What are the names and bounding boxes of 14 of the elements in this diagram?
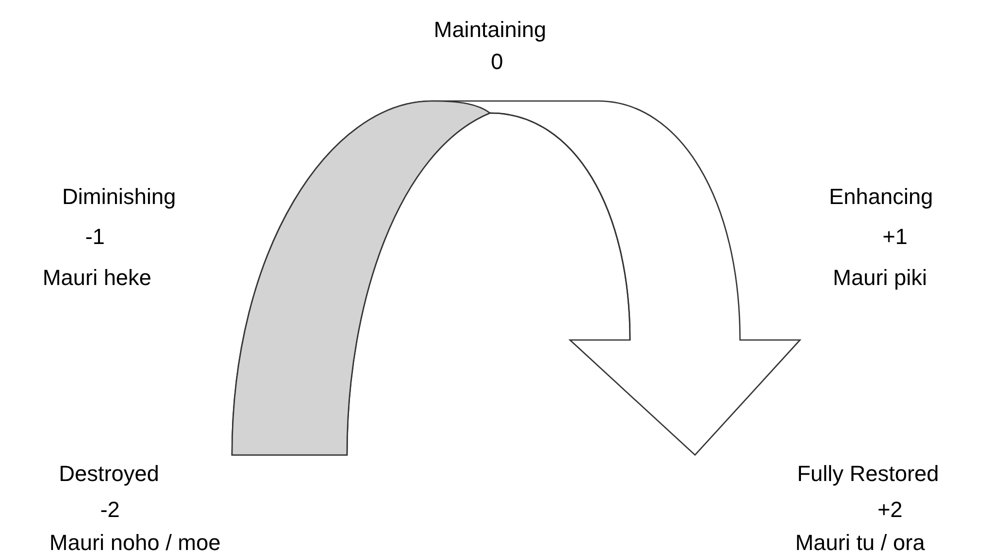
maori-term: Mauri noho / moe bbox=[49, 530, 221, 551]
state-name: Destroyed bbox=[58, 461, 160, 487]
score: -2 bbox=[100, 497, 120, 523]
score: +1 bbox=[882, 224, 908, 250]
state-name: Fully Restored bbox=[797, 461, 939, 487]
score: +2 bbox=[877, 497, 903, 523]
maori-term: Mauri heke bbox=[42, 265, 152, 291]
score: -1 bbox=[85, 224, 105, 250]
state-name: Maintaining bbox=[434, 17, 546, 43]
state-name: Diminishing bbox=[62, 184, 176, 210]
state-name: Enhancing bbox=[829, 184, 933, 210]
maori-term: Mauri tu / ora bbox=[795, 530, 925, 551]
maori-term: Mauri piki bbox=[832, 265, 928, 291]
score: 0 bbox=[490, 49, 504, 75]
